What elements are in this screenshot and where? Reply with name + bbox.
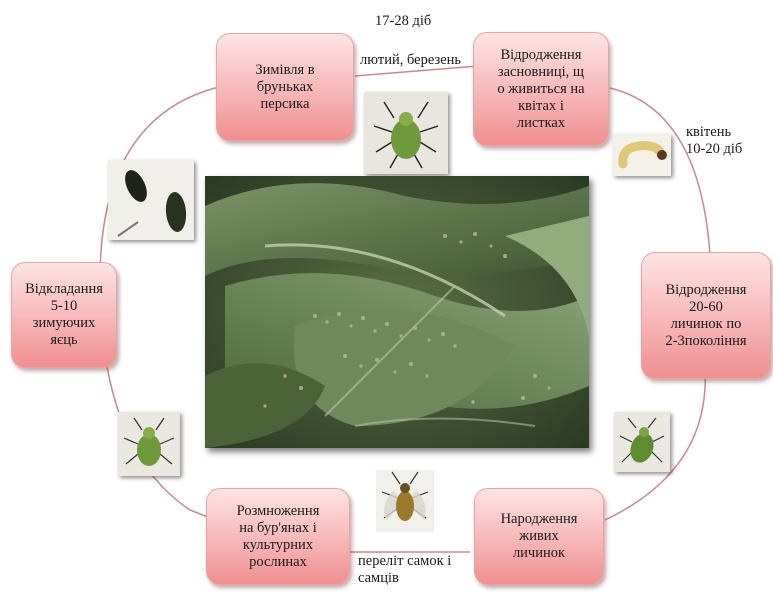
stage-overwintering: Зимівля в бруньках персика: [216, 33, 354, 141]
stage-fundatrix-hatching: Відродження засновниці, щ о живиться на …: [473, 32, 609, 146]
eggs-icon: [108, 160, 194, 240]
aphid-icon: [364, 92, 448, 174]
months-label-top: лютий, березень: [360, 52, 461, 69]
aphid-colony-photo: [205, 176, 589, 448]
stage-larvae-hatching: Відродження 20-60 личинок по 2-3поколінн…: [641, 252, 771, 379]
stage-live-birth: Народження живих личинок: [474, 488, 604, 585]
flight-label: переліт самок і самців: [358, 553, 451, 587]
duration-label-top: 17-28 діб: [375, 13, 431, 30]
larva-icon: [613, 134, 671, 176]
stage-egg-laying: Відкладання 5-10 зимуючих яєць: [11, 262, 117, 368]
aphid-icon: [118, 412, 180, 476]
aphid-icon: [614, 412, 670, 472]
stage-reproduction: Розмноження на бур'янах і культурних рос…: [206, 488, 350, 585]
april-duration-label: квітень 10-20 діб: [686, 124, 742, 158]
winged-aphid-icon: [376, 470, 434, 532]
